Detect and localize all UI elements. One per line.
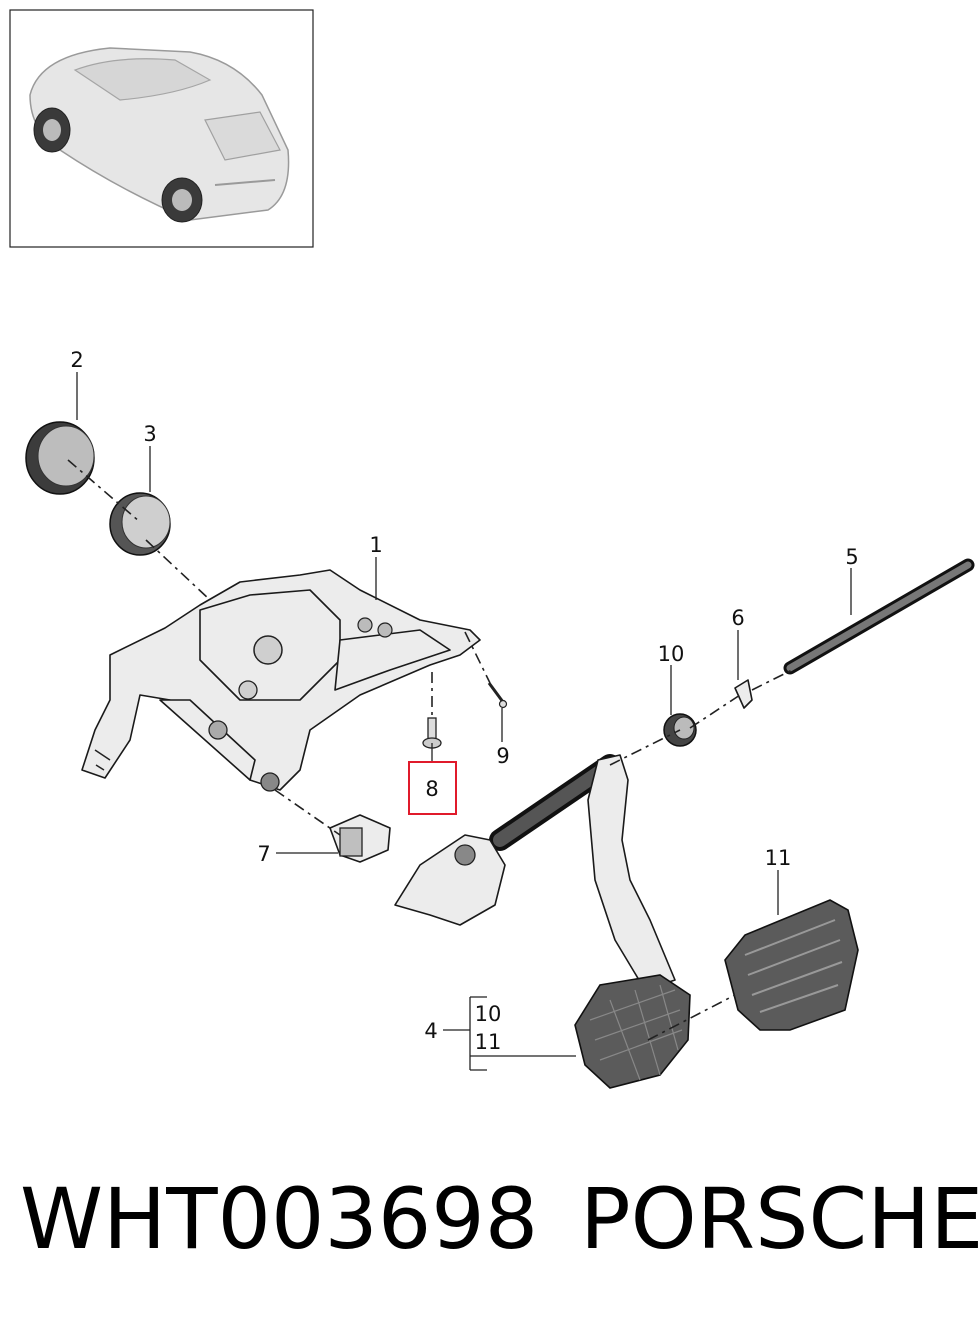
callout-1: 1 xyxy=(369,533,382,557)
callout-8: 8 xyxy=(425,777,438,801)
callout-11: 11 xyxy=(765,846,792,870)
callout-10: 10 xyxy=(658,642,685,666)
part-2-cap xyxy=(25,421,95,495)
leader-lines xyxy=(76,372,852,1071)
part-5-rod xyxy=(783,558,975,675)
callout-6: 6 xyxy=(731,606,744,630)
caption: WHT003698 PORSCHE xyxy=(0,1170,980,1290)
callout-3: 3 xyxy=(143,422,156,446)
brand-name: PORSCHE xyxy=(580,1170,980,1268)
part-number: WHT003698 xyxy=(20,1170,539,1268)
part-1-pedal-bracket xyxy=(81,569,481,792)
callout-2: 2 xyxy=(70,348,83,372)
callout-labels: 1 2 3 4 5 6 7 8 9 10 11 10 11 xyxy=(70,348,858,1054)
callout-4: 4 xyxy=(424,1019,437,1043)
part-4-pedal-assembly xyxy=(394,754,691,1089)
part-6-clip xyxy=(734,679,753,709)
part-11-pedal-pad xyxy=(724,899,859,1031)
highlight-box-part-8 xyxy=(408,761,457,815)
callout-group-10: 10 xyxy=(475,1002,502,1026)
part-9-screw xyxy=(487,682,508,709)
part-7-switch xyxy=(329,814,391,863)
car-illustration xyxy=(29,47,290,223)
vehicle-thumbnail xyxy=(9,9,314,248)
part-10-bushing xyxy=(663,713,697,747)
callout-group-11: 11 xyxy=(475,1030,502,1054)
callout-5: 5 xyxy=(845,545,858,569)
part-3-cap xyxy=(109,492,171,556)
callout-9: 9 xyxy=(496,744,509,768)
callout-7: 7 xyxy=(257,842,270,866)
assembly-lines xyxy=(67,459,793,1041)
